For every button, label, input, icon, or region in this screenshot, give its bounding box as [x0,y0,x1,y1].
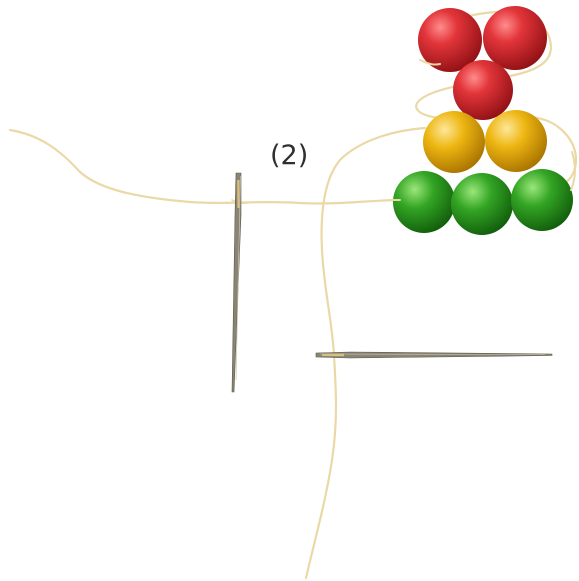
bead-icon [511,169,573,231]
needle-two-shaft [315,351,553,359]
thread-front [392,59,576,201]
bead-icon [453,60,513,120]
needle-icon [315,351,553,359]
bead-cluster [393,6,573,235]
needle-one-eye [237,180,240,208]
bead-icon [451,173,513,235]
needle-icon [231,172,242,393]
bead-icon [423,111,485,173]
thread-right-strand [304,126,427,580]
bead-icon [485,110,547,172]
bead-icon [483,6,547,70]
needle-one-shaft [231,172,242,393]
thread-left-strand [8,128,402,205]
bead-icon [393,171,455,233]
bead-icon [418,8,482,72]
step-label: (2) [270,140,309,171]
